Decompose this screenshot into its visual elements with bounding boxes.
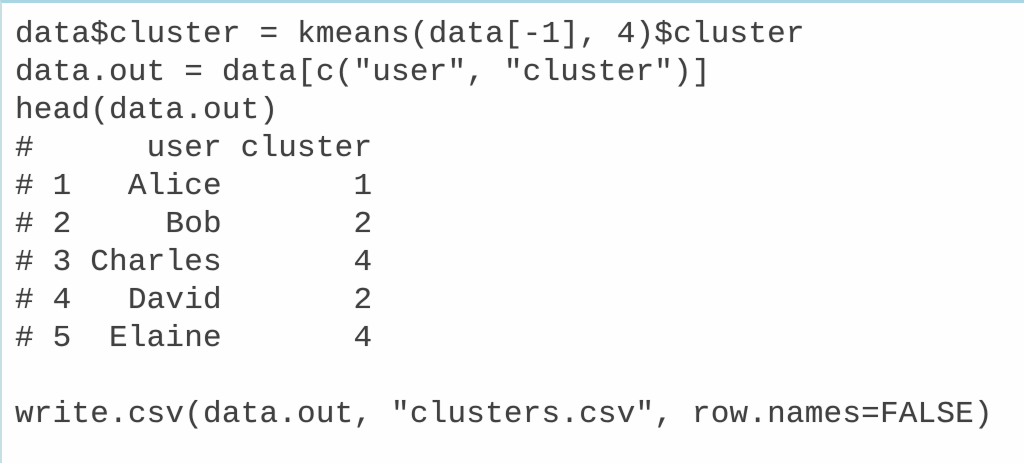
code-line-output-row-5: # 5 Elaine 4 (15, 321, 373, 356)
code-line-blank (15, 358, 1024, 396)
code-line-assignment-subset: data.out = data[c("user", "cluster")] (15, 55, 711, 90)
code-line-output-row-3: # 3 Charles 4 (15, 245, 373, 280)
code-block: data$cluster = kmeans(data[-1], 4)$clust… (15, 16, 1024, 434)
code-line-head-call: head(data.out) (15, 93, 279, 128)
code-line-output-row-4: # 4 David 2 (15, 283, 373, 318)
code-line-output-row-2: # 2 Bob 2 (15, 207, 373, 242)
code-line-output-header: # user cluster (15, 131, 373, 166)
code-line-output-row-1: # 1 Alice 1 (15, 169, 373, 204)
code-line-write-csv: write.csv(data.out, "clusters.csv", row.… (15, 397, 993, 432)
code-line-assignment-kmeans: data$cluster = kmeans(data[-1], 4)$clust… (15, 17, 805, 52)
